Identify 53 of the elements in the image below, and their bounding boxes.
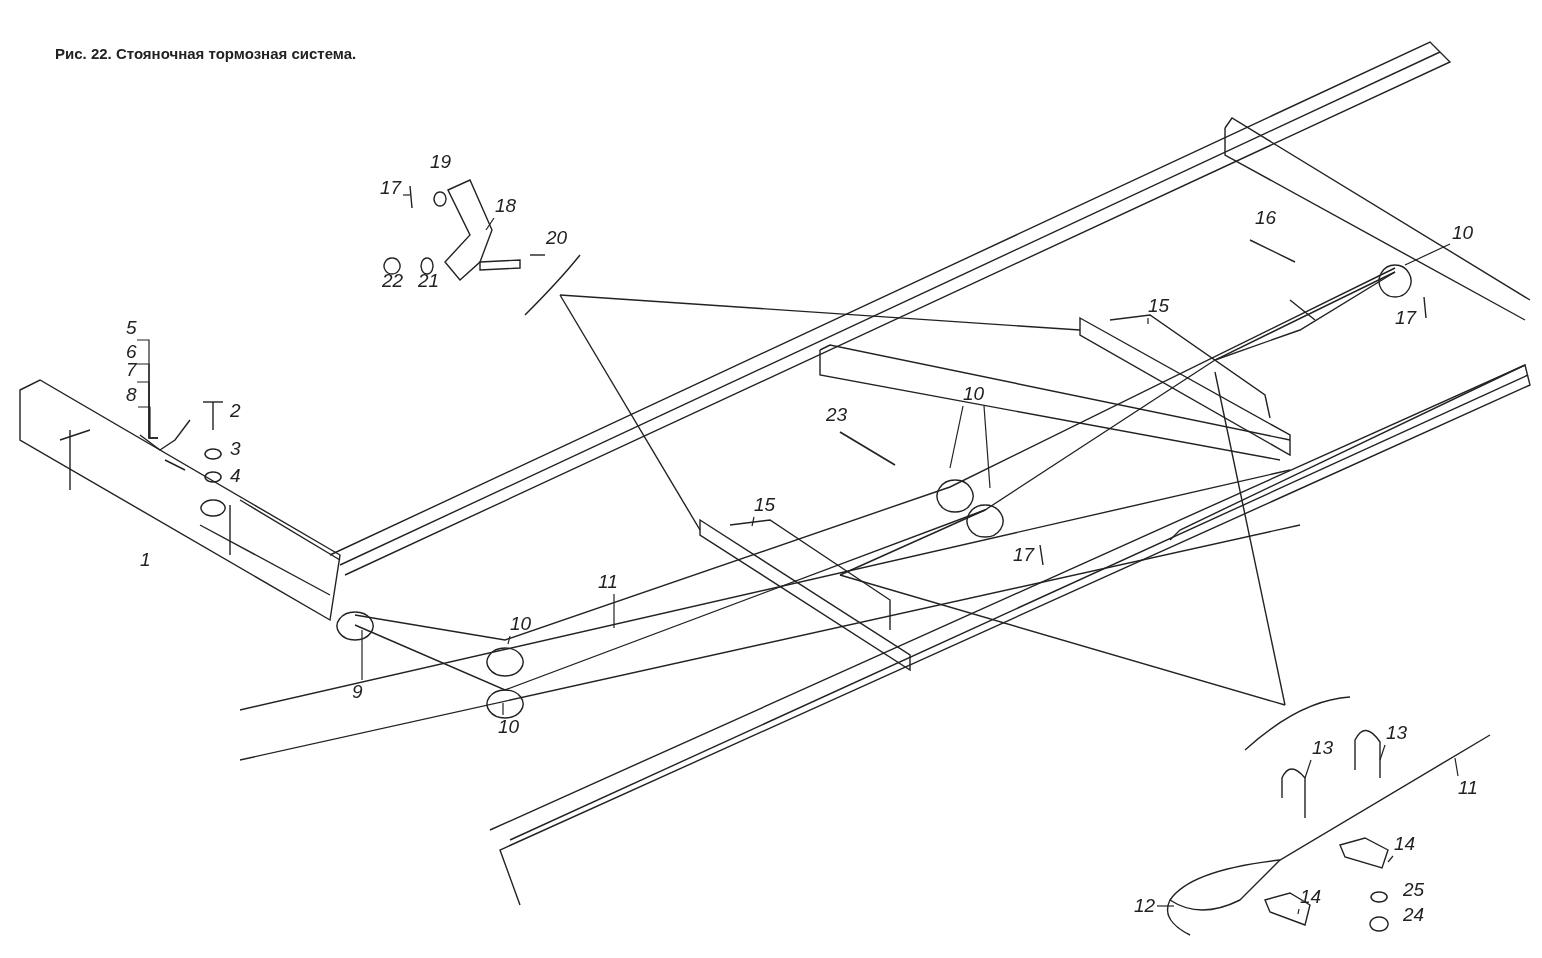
leader-line [949,405,964,469]
callout-number: 13 [1312,738,1334,758]
callout-number: 22 [382,271,404,291]
callout-number: 16 [1255,208,1277,228]
leader-line [983,405,991,489]
figure-title: Рис. 22. Стояночная тормозная система. [55,45,357,62]
leader-line [1404,243,1451,266]
callout-number: 6 [126,342,137,362]
callout-number: 10 [1452,223,1474,243]
callout-number: 3 [230,439,241,459]
callout-number: 10 [963,384,985,404]
callout-number: 24 [1403,905,1425,925]
callout-number: 5 [126,318,137,338]
callout-number: 1 [140,550,151,570]
leader-line [1454,757,1459,777]
leader-line [1387,855,1394,863]
callout-number: 7 [126,360,137,380]
callout-number: 25 [1403,880,1425,900]
callout-number: 9 [352,682,363,702]
callout-number: 15 [1148,296,1170,316]
callout-number: 4 [230,466,241,486]
callout-number: 19 [430,152,452,172]
callout-number: 17 [380,178,402,198]
leader-line [1304,759,1312,779]
leader-line [751,516,755,527]
leader-line [402,194,411,196]
leader-line [502,702,504,716]
leader-line [137,406,159,439]
leader-line [361,629,363,681]
callout-number: 11 [598,572,618,592]
callout-number: 17 [1395,308,1417,328]
callout-number: 10 [510,614,532,634]
leader-line [1379,744,1386,761]
leader-line [1297,908,1300,915]
callout-number: 8 [126,385,137,405]
leader-line [485,217,495,231]
leader-line [613,593,615,629]
callout-number: 18 [495,196,517,216]
callout-number: 2 [230,401,241,421]
callout-number: 17 [1013,545,1035,565]
callout-number: 11 [1458,778,1478,798]
callout-number: 10 [498,717,520,737]
callout-number: 12 [1134,896,1156,916]
callout-number: 20 [546,228,568,248]
callout-number: 21 [418,271,440,291]
callout-number: 13 [1386,723,1408,743]
leader-line [1156,905,1175,907]
callout-number: 14 [1300,887,1322,907]
callout-number: 15 [754,495,776,515]
callout-number: 14 [1394,834,1416,854]
leader-line [507,635,511,645]
callout-number: 23 [826,405,848,425]
leader-line [1147,317,1149,325]
